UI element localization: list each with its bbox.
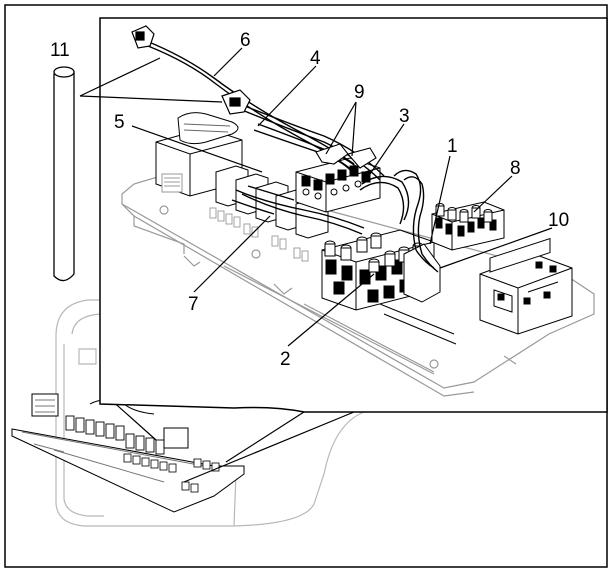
callout-6: 6 (240, 30, 251, 51)
callout-5: 5 (114, 112, 125, 133)
callout-10: 10 (548, 210, 569, 231)
electronics-box-detail (121, 25, 595, 397)
hose-tube (53, 66, 75, 282)
callout-4: 4 (310, 48, 321, 69)
callout-1: 1 (447, 136, 458, 157)
callout-8: 8 (510, 158, 521, 179)
right-terminal-block (431, 201, 505, 251)
callout-9: 9 (354, 82, 365, 103)
callout-3: 3 (399, 106, 410, 127)
diagram-frame: 1 2 3 4 5 6 7 8 9 10 11 (4, 4, 608, 568)
overall-electronics-box (11, 393, 245, 513)
zoom-frame (99, 17, 608, 413)
exploded-view-diagram: 1 2 3 4 5 6 7 8 9 10 11 (4, 4, 608, 568)
callout-labels: 1 2 3 4 5 6 7 8 9 10 11 (50, 30, 569, 370)
right-housing (479, 237, 573, 335)
callout-2: 2 (280, 349, 291, 370)
leader-lines (79, 47, 553, 347)
callout-11: 11 (50, 40, 70, 61)
callout-7: 7 (188, 294, 199, 315)
